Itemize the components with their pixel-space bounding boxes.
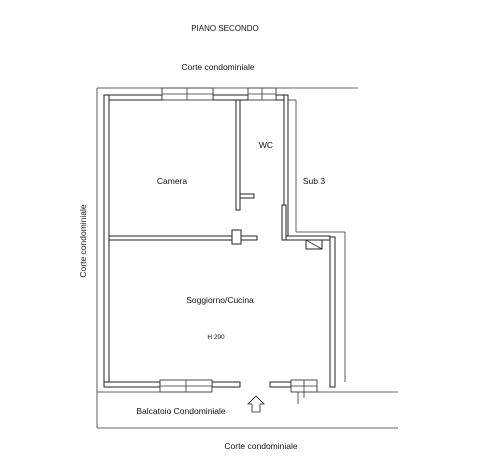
room-label-living: Soggiorno/Cucina	[186, 295, 254, 305]
room-label-wc: WC	[259, 140, 273, 150]
window-bottom-living	[159, 379, 213, 393]
height-note: H 290	[207, 334, 225, 341]
courtyard-left-label: Corte condominiale	[78, 204, 88, 278]
room-label-camera: Camera	[157, 176, 188, 186]
flue-box	[305, 239, 323, 250]
courtyard-top-label: Corte condominiale	[181, 62, 255, 72]
window-bottom-right	[290, 379, 318, 404]
interior-walls	[108, 99, 331, 245]
window-top-camera	[161, 87, 214, 101]
exterior-walls	[103, 94, 336, 388]
balcony-label: Balcatoio Condominiale	[136, 406, 226, 416]
plan-title: PIANO SECONDO	[191, 24, 259, 33]
window-top-wc	[247, 87, 277, 101]
site-boundary	[96, 87, 398, 429]
sub3-boundary	[288, 99, 346, 382]
courtyard-bottom-label: Corte condominiale	[224, 441, 298, 451]
entrance-arrow-icon	[247, 395, 265, 413]
room-label-sub3: Sub 3	[303, 176, 325, 186]
